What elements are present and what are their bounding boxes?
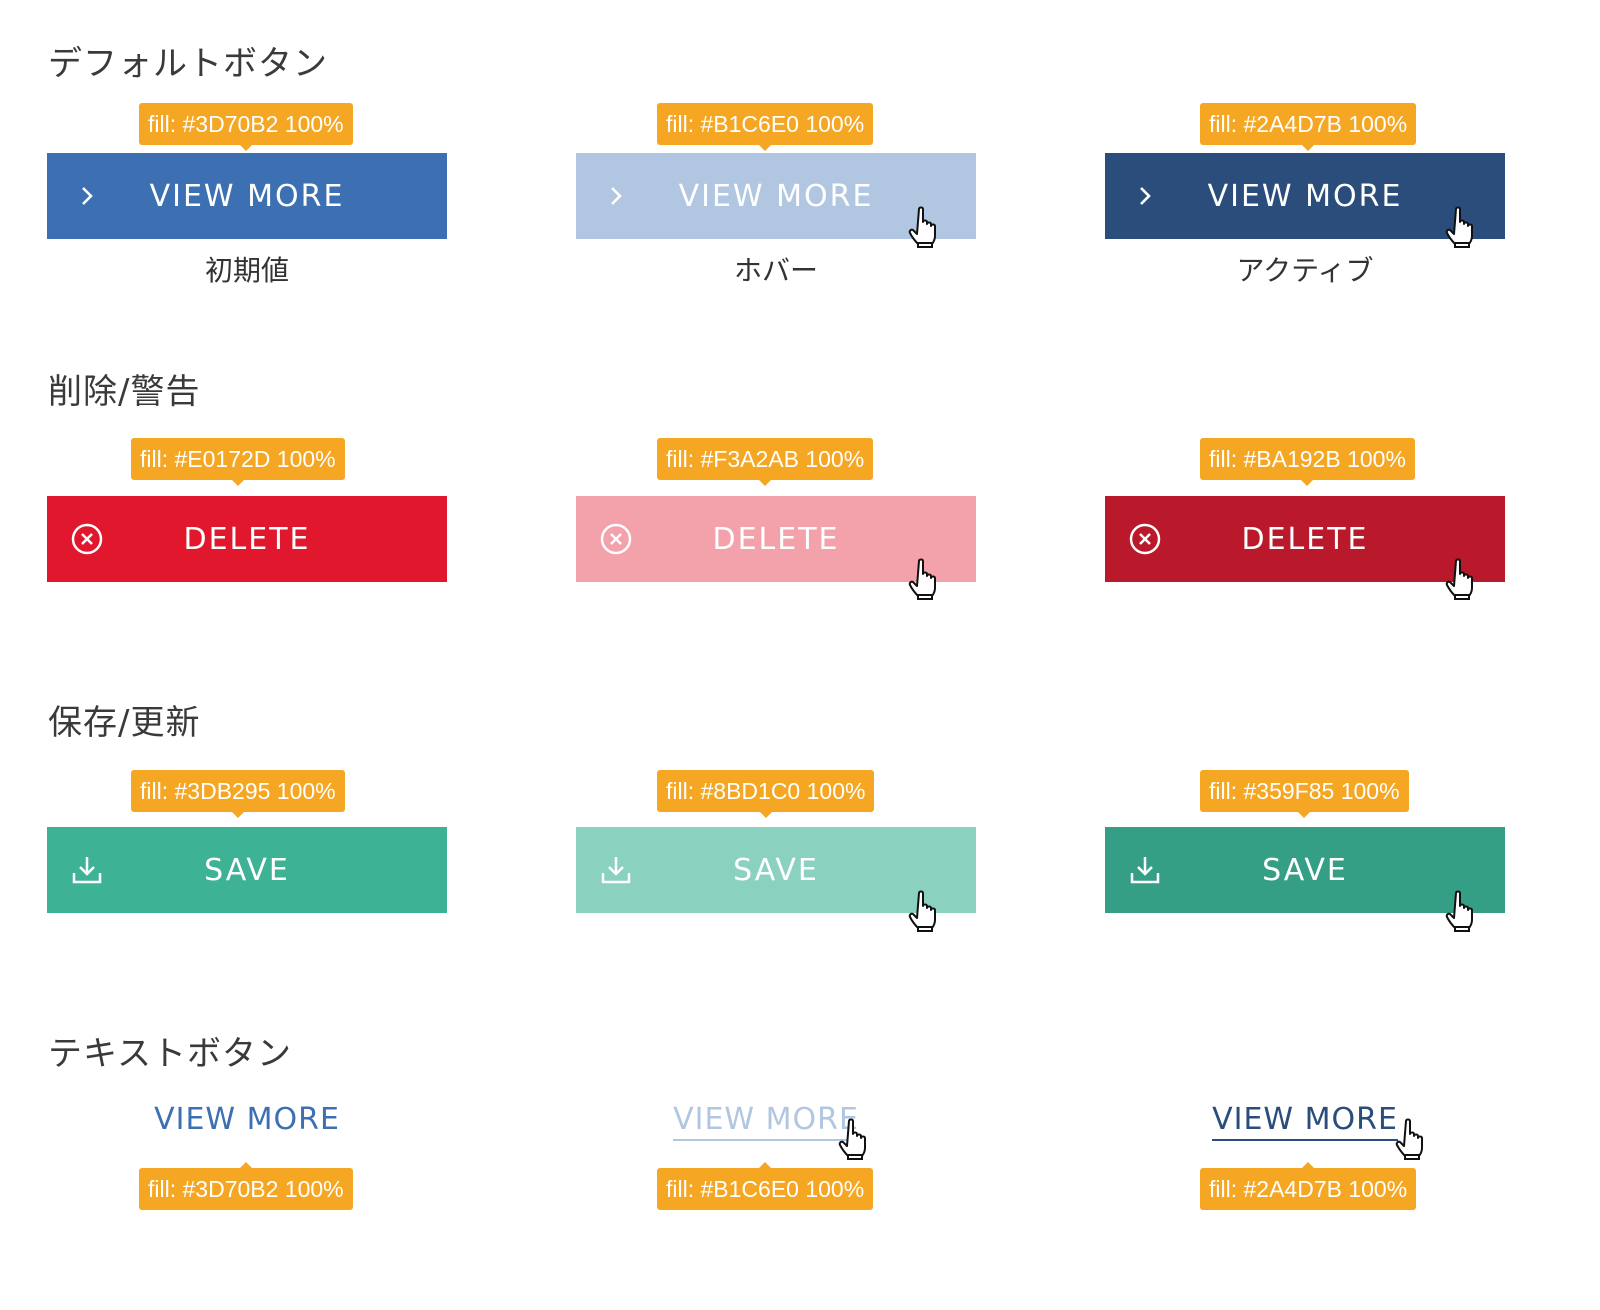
- hand-pointer-icon: [1445, 206, 1473, 248]
- button-label: DELETE: [712, 521, 840, 557]
- chevron-right-icon: [1127, 178, 1163, 214]
- fill-tag: fill: #2A4D7B 100%: [1200, 1162, 1417, 1210]
- fill-tag: fill: #B1C6E0 100%: [657, 1162, 874, 1210]
- download-icon: [598, 852, 634, 888]
- download-icon: [1127, 852, 1163, 888]
- state-label-hover: ホバー: [733, 254, 818, 287]
- fill-tag: fill: #3D70B2 100%: [139, 103, 353, 151]
- save-button-hover[interactable]: SAVE: [576, 827, 976, 913]
- view-more-button-hover[interactable]: VIEW MORE: [576, 153, 976, 239]
- section-title-text: テキストボタン: [48, 1034, 292, 1074]
- close-circle-icon: [598, 521, 634, 557]
- view-more-button-initial[interactable]: VIEW MORE: [47, 153, 447, 239]
- button-label: VIEW MORE: [149, 178, 345, 214]
- section-title-delete: 削除/警告: [48, 372, 201, 412]
- close-circle-icon: [69, 521, 105, 557]
- fill-tag: fill: #2A4D7B 100%: [1200, 103, 1417, 151]
- chevron-right-icon: [598, 178, 634, 214]
- button-label: SAVE: [204, 852, 290, 888]
- fill-tag: fill: #E0172D 100%: [131, 438, 345, 486]
- hand-pointer-icon: [1445, 558, 1473, 600]
- text-view-more-hover[interactable]: VIEW MORE: [566, 1100, 966, 1141]
- hand-pointer-icon: [1395, 1118, 1423, 1160]
- hand-pointer-icon: [1445, 890, 1473, 932]
- fill-tag: fill: #3D70B2 100%: [139, 1162, 353, 1210]
- view-more-button-active[interactable]: VIEW MORE: [1105, 153, 1505, 239]
- state-label-active: アクティブ: [1236, 254, 1374, 287]
- download-icon: [69, 852, 105, 888]
- chevron-right-icon: [69, 178, 105, 214]
- text-view-more-initial[interactable]: VIEW MORE: [47, 1100, 447, 1140]
- delete-button-active[interactable]: DELETE: [1105, 496, 1505, 582]
- save-button-initial[interactable]: SAVE: [47, 827, 447, 913]
- fill-tag: fill: #8BD1C0 100%: [657, 770, 875, 818]
- hand-pointer-icon: [908, 558, 936, 600]
- fill-tag: fill: #F3A2AB 100%: [657, 438, 874, 486]
- button-label: VIEW MORE: [1207, 178, 1403, 214]
- section-title-default: デフォルトボタン: [48, 44, 328, 84]
- fill-tag: fill: #B1C6E0 100%: [657, 103, 874, 151]
- delete-button-hover[interactable]: DELETE: [576, 496, 976, 582]
- fill-tag: fill: #359F85 100%: [1200, 770, 1409, 818]
- section-title-save: 保存/更新: [48, 703, 201, 743]
- fill-tag: fill: #BA192B 100%: [1200, 438, 1415, 486]
- close-circle-icon: [1127, 521, 1163, 557]
- save-button-active[interactable]: SAVE: [1105, 827, 1505, 913]
- button-label: VIEW MORE: [678, 178, 874, 214]
- button-label: DELETE: [183, 521, 311, 557]
- button-label: DELETE: [1241, 521, 1369, 557]
- button-label: VIEW MORE: [1212, 1102, 1398, 1141]
- hand-pointer-icon: [908, 206, 936, 248]
- state-label-initial: 初期値: [204, 254, 289, 287]
- button-label: SAVE: [733, 852, 819, 888]
- button-label: VIEW MORE: [154, 1102, 340, 1137]
- button-label: VIEW MORE: [673, 1102, 859, 1141]
- fill-tag: fill: #3DB295 100%: [131, 770, 345, 818]
- text-view-more-active[interactable]: VIEW MORE: [1105, 1100, 1505, 1141]
- button-label: SAVE: [1262, 852, 1348, 888]
- hand-pointer-icon: [908, 890, 936, 932]
- delete-button-initial[interactable]: DELETE: [47, 496, 447, 582]
- hand-pointer-icon: [838, 1118, 866, 1160]
